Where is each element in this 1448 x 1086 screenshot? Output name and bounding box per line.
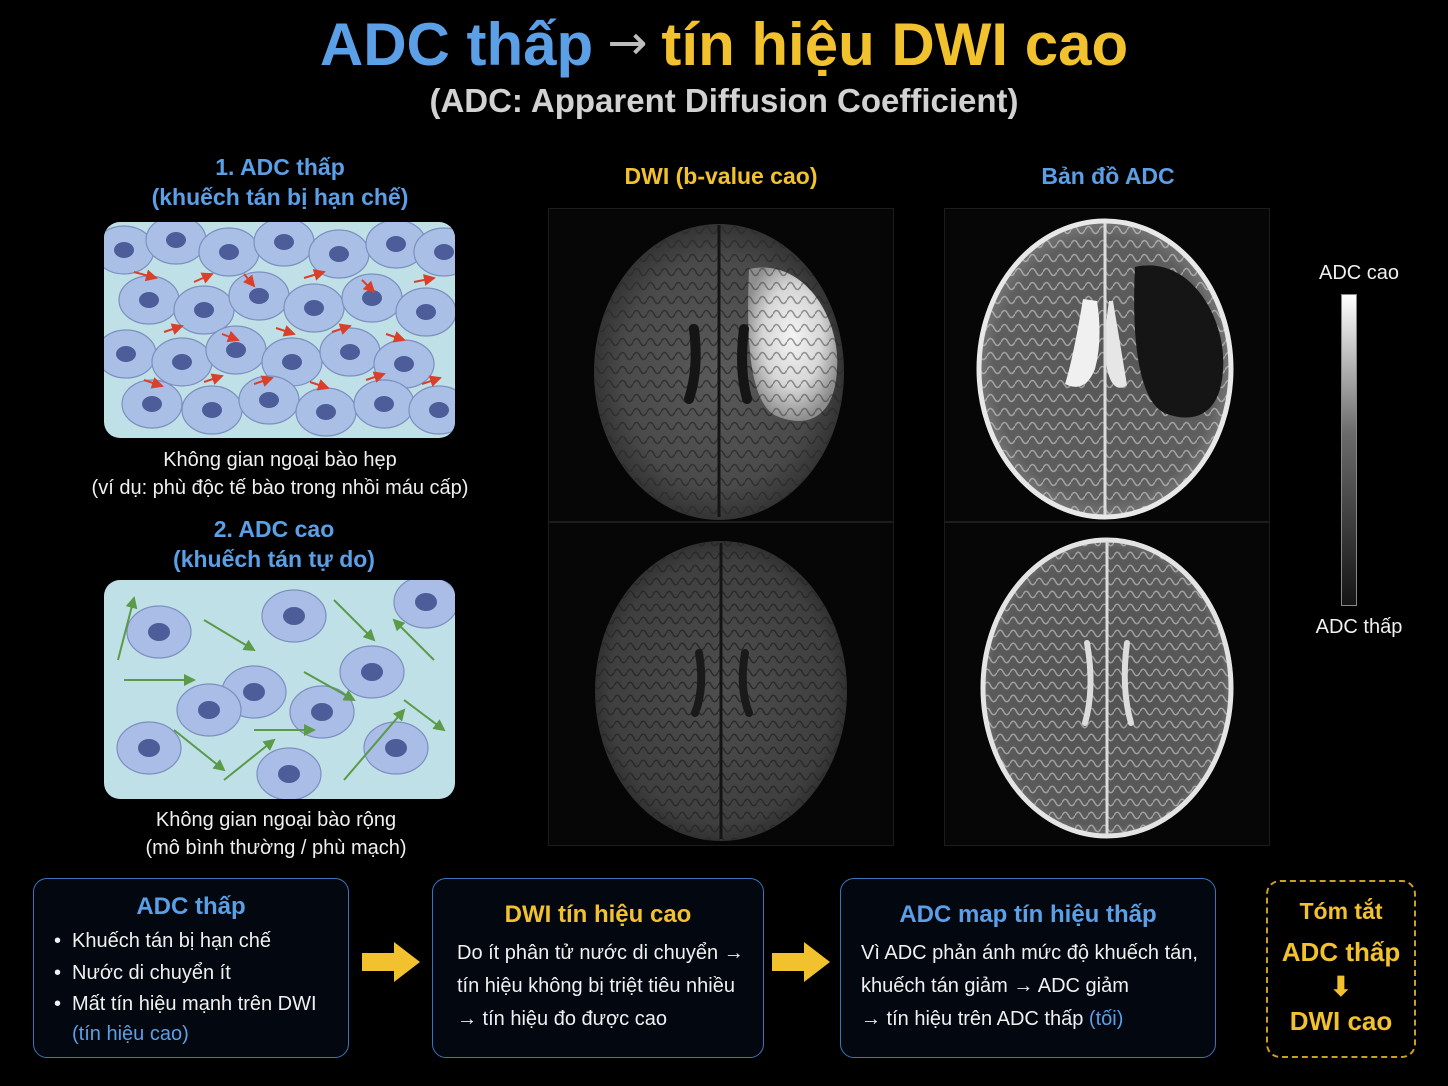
adc-panel-title: Bản đồ ADC xyxy=(1041,163,1175,189)
low-adc-title: 1. ADC thấp (khuếch tán bị hạn chế) xyxy=(80,152,480,212)
high-adc-title: 2. ADC cao (khuếch tán tự do) xyxy=(74,514,474,574)
summary-high-dwi: DWI cao xyxy=(1289,1006,1393,1036)
title-arrow: → xyxy=(607,15,648,71)
low-adc-summary-box: ADC thấp •Khuếch tán bị hạn chế •Nước di… xyxy=(33,878,349,1058)
high-adc-caption-line2: (mô bình thường / phù mạch) xyxy=(145,837,407,859)
page-title: ADC thấp→tín hiệu DWI cao xyxy=(0,10,1448,79)
low-adc-title-line2: (khuếch tán bị hạn chế) xyxy=(151,184,409,210)
low-adc-caption-line2: (ví dụ: phù độc tế bào trong nhồi máu cấ… xyxy=(91,477,469,499)
flow-arrow-1 xyxy=(362,942,420,982)
box3-dark-note: (tối) xyxy=(1088,1008,1124,1030)
colorbar-bottom-label: ADC thấp xyxy=(1315,616,1403,638)
box2-line: → tín hiệu đo được cao xyxy=(457,1008,667,1030)
colorbar-top-label: ADC cao xyxy=(1318,262,1400,284)
dwi-image-upper-slice xyxy=(548,208,894,522)
title-low-adc: ADC thấp xyxy=(319,11,594,78)
box3-line: Vì ADC phản ánh mức độ khuếch tán, xyxy=(861,942,1198,964)
adc-map-upper-slice xyxy=(944,208,1270,522)
box1-bullet: •Khuếch tán bị hạn chế xyxy=(54,930,272,952)
low-adc-caption-line1: Không gian ngoại bào hẹp xyxy=(163,449,397,471)
box2-line: Do ít phân tử nước di chuyển → xyxy=(457,942,744,964)
title-high-dwi: tín hiệu DWI cao xyxy=(661,11,1129,78)
restricted-diffusion-illustration xyxy=(104,222,455,438)
high-adc-title-line1: 2. ADC cao xyxy=(213,516,335,542)
adc-map-lower-slice xyxy=(944,522,1270,846)
box1-title: ADC thấp xyxy=(136,893,246,920)
low-adc-caption: Không gian ngoại bào hẹp (ví dụ: phù độc… xyxy=(40,446,520,502)
box1-bullet: •Nước di chuyển ít xyxy=(54,962,231,984)
adc-colorbar xyxy=(1341,294,1357,606)
high-adc-caption-line1: Không gian ngoại bào rộng xyxy=(155,809,397,831)
box1-bullet-note: (tín hiệu cao) xyxy=(72,1023,189,1045)
box3-line: → tín hiệu trên ADC thấp (tối) xyxy=(861,1008,1124,1030)
high-adc-caption: Không gian ngoại bào rộng (mô bình thườn… xyxy=(36,806,516,862)
box3-line: khuếch tán giảm → ADC giảm xyxy=(861,975,1129,997)
summary-down-arrow-icon: ⬇ xyxy=(1329,971,1353,1002)
free-diffusion-illustration xyxy=(104,580,455,799)
dwi-panel-title: DWI (b-value cao) xyxy=(624,163,818,189)
dwi-image-lower-slice xyxy=(548,522,894,846)
box1-bullet-list: •Khuếch tán bị hạn chế •Nước di chuyển í… xyxy=(54,925,348,1049)
adc-low-signal-box: ADC map tín hiệu thấp Vì ADC phản ánh mứ… xyxy=(840,878,1216,1058)
box1-bullet: •Mất tín hiệu mạnh trên DWI xyxy=(54,993,317,1015)
summary-box: Tóm tắt ADC thấp ⬇ DWI cao xyxy=(1266,880,1416,1058)
low-adc-title-line1: 1. ADC thấp xyxy=(215,154,345,180)
flow-arrow-2 xyxy=(772,942,830,982)
box2-title: DWI tín hiệu cao xyxy=(504,901,692,928)
summary-low-adc: ADC thấp xyxy=(1281,937,1401,967)
box2-line: tín hiệu không bị triệt tiêu nhiều xyxy=(457,975,735,997)
box3-title: ADC map tín hiệu thấp xyxy=(899,901,1157,928)
dwi-high-signal-box: DWI tín hiệu cao Do ít phân tử nước di c… xyxy=(432,878,764,1058)
summary-title: Tóm tắt xyxy=(1299,898,1383,924)
page-subtitle: (ADC: Apparent Diffusion Coefficient) xyxy=(429,82,1019,119)
high-adc-title-line2: (khuếch tán tự do) xyxy=(173,546,375,572)
